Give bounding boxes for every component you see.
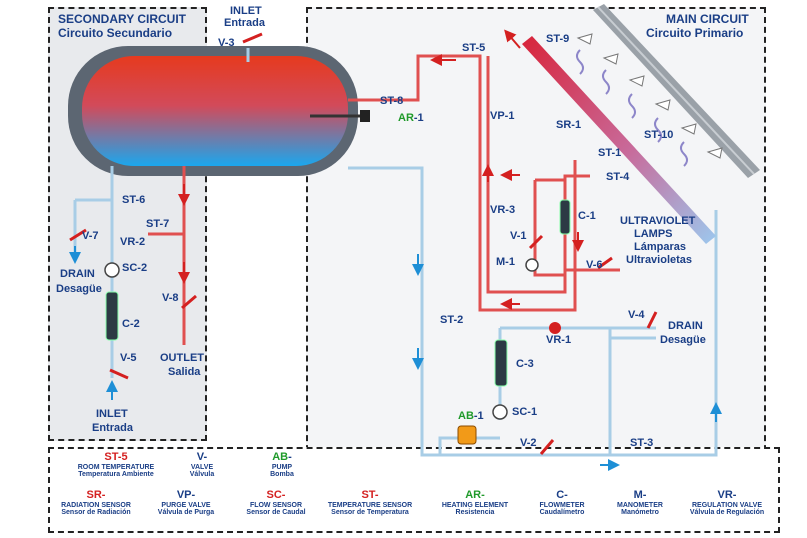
heater [310,110,370,122]
tag-c2: C-2 [122,318,140,330]
outlet-label-es: Salida [168,366,201,378]
tag-v6: V-6 [586,259,603,271]
tag-ar1: AR-1 [398,112,424,124]
tag-vr1: VR-1 [546,334,572,346]
tag-vp1: VP-1 [490,110,515,122]
tag-st7: ST-7 [146,218,170,230]
tag-st3: ST-3 [630,437,654,449]
tag-sc1: SC-1 [512,406,538,418]
tag-st1: ST-1 [598,147,622,159]
tag-st4: ST-4 [606,171,630,183]
outlet-label: OUTLET [160,352,204,364]
legend-flowmeter: C- FLOWMETER Caudalímetro [539,489,585,516]
flow-arrows [69,29,722,471]
main-circuit-subtitle: Circuito Primario [646,26,744,40]
tag-st6: ST-6 [122,194,146,206]
tag-v8: V-8 [162,292,179,304]
tag-v7: V-7 [82,230,99,242]
tag-st2: ST-2 [440,314,464,326]
tag-c1: C-1 [578,210,596,222]
flow-sensors [104,258,539,420]
tag-v2: V-2 [520,437,537,449]
drain-right-label: DRAIN [668,320,703,332]
tag-v4: V-4 [628,309,645,321]
secondary-circuit-subtitle: Circuito Secundario [58,26,173,40]
legend-manometer: M- MANOMETER Manómetro [617,489,663,516]
secondary-circuit-title: SECONDARY CIRCUIT [58,12,187,26]
tag-st10: ST-10 [644,129,674,141]
legend-pump: AB- PUMP Bomba [270,451,294,478]
drain-left-label: DRAIN [60,268,95,280]
tag-st5: ST-5 [462,42,486,54]
tag-c3: C-3 [516,358,534,370]
inlet-bottom-label-es: Entrada [92,422,133,434]
valve-handles [69,32,658,455]
tag-v5: V-5 [120,352,137,364]
main-circuit-title: MAIN CIRCUIT [666,12,749,26]
uv-lamps [576,33,723,159]
legend-temperature-sensor: ST- TEMPERATURE SENSOR Sensor de Tempera… [327,489,413,516]
tag-m1: M-1 [496,256,515,268]
legend-box [48,447,780,533]
primary-hot-loop [486,56,620,294]
tag-vr3: VR-3 [490,204,516,216]
solar-panel [522,4,760,244]
secondary-pipes [73,48,718,457]
pump [457,425,477,445]
tag-st8: ST-8 [380,95,404,107]
uv-lamps-label-2: LAMPS [634,228,673,240]
inlet-top-label: INLET [230,5,262,17]
tag-v3: V-3 [218,37,235,49]
legend-regulation-valve: VR- REGULATION VALVE Válvula de Regulaci… [689,489,765,516]
legend-radiation-sensor: SR- RADIATION SENSOR Sensor de Radiación [61,489,131,516]
tag-vr2: VR-2 [120,236,146,248]
tag-sr1: SR-1 [556,119,582,131]
legend-valve: V- VALVE Válvula [189,451,215,478]
tag-sc2: SC-2 [122,262,148,274]
tag-st9: ST-9 [546,33,570,45]
drain-right-label-es: Desagüe [660,334,706,346]
legend-purge-valve: VP- PURGE VALVE Válvula de Purga [157,489,215,516]
storage-tank [68,46,358,176]
tag-ab1: AB-1 [458,410,484,422]
legend-room-temperature: ST-5 ROOM TEMPERATURE Temperatura Ambien… [77,451,155,478]
inlet-top-label-es: Entrada [224,17,265,29]
uv-rays [576,49,688,167]
tag-v1: V-1 [510,230,527,242]
legend-flow-sensor: SC- FLOW SENSOR Sensor de Caudal [246,489,306,516]
uv-lamps-label: ULTRAVIOLET [620,215,696,227]
inlet-bottom-label: INLET [96,408,128,420]
uv-lamps-label-4: Ultravioletas [626,254,693,266]
uv-lamps-label-3: Lámparas [634,241,686,253]
drain-left-label-es: Desagüe [56,283,102,295]
legend-heating-element: AR- HEATING ELEMENT Resistencia [441,489,509,516]
flowmeters [105,199,571,387]
